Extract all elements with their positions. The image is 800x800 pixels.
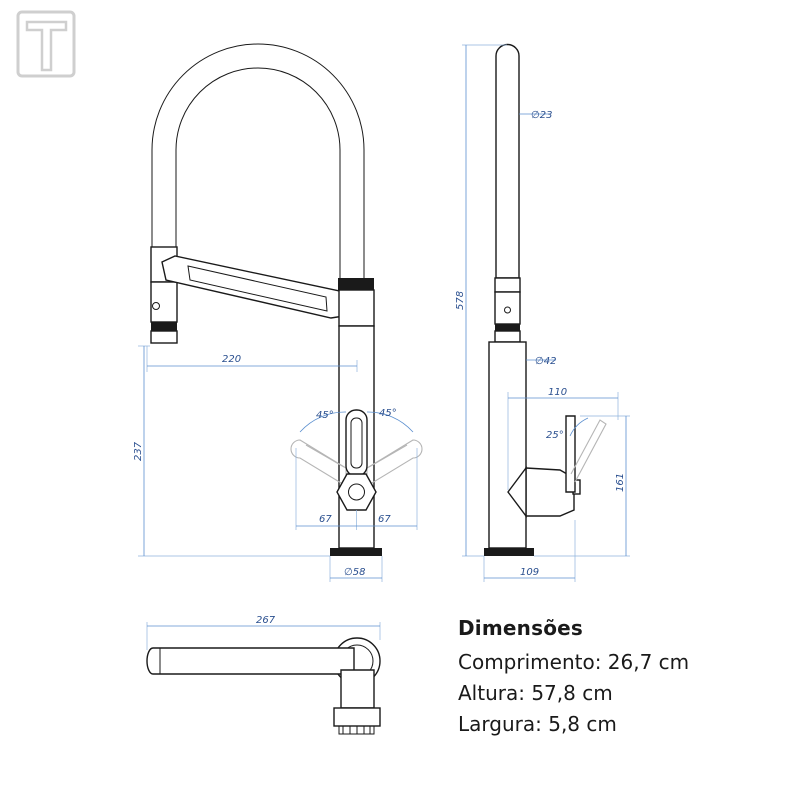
side-base xyxy=(484,548,534,556)
spec-height: Altura: 57,8 cm xyxy=(458,681,613,705)
front-body xyxy=(338,289,375,327)
dimensions-panel: Dimensões Comprimento: 26,7 cm Altura: 5… xyxy=(458,616,689,740)
dim-total-height: 578 xyxy=(455,291,466,310)
top-spout xyxy=(146,647,355,675)
side-hose xyxy=(495,43,520,279)
dim-lever-left: 67 xyxy=(319,514,332,525)
side-lever xyxy=(565,415,576,493)
dim-lever-height: 161 xyxy=(615,473,626,492)
dim-lever-angle: 25° xyxy=(546,430,564,441)
side-body xyxy=(488,341,527,549)
front-hex-nut xyxy=(336,473,377,511)
dim-base-depth: 109 xyxy=(520,567,539,578)
side-view xyxy=(484,43,607,556)
dim-top-length: 267 xyxy=(256,615,276,626)
front-lever xyxy=(345,409,368,477)
specs-title: Dimensões xyxy=(458,616,584,640)
front-hose-arch xyxy=(151,43,365,280)
dim-lever-right: 67 xyxy=(378,514,391,525)
dim-angle-right: 45° xyxy=(379,408,397,419)
dim-base-diameter: ∅58 xyxy=(344,567,365,578)
front-collar xyxy=(338,278,374,290)
spec-width: Largura: 5,8 cm xyxy=(458,712,617,736)
dim-front-height: 237 xyxy=(133,441,144,461)
brand-logo: T xyxy=(16,10,76,78)
front-base xyxy=(330,548,382,556)
dim-lever-reach: 110 xyxy=(548,387,567,398)
side-dimensions: ∅23 578 ∅42 110 25° 161 109 xyxy=(455,44,630,582)
top-view: 267 xyxy=(146,615,381,735)
front-view xyxy=(150,43,423,556)
dim-body-diameter: ∅42 xyxy=(535,356,556,367)
dim-hose-diameter: ∅23 xyxy=(531,110,552,121)
front-dimensions: 220 237 45° 45° 67 67 ∅58 xyxy=(133,345,418,582)
spec-length: Comprimento: 26,7 cm xyxy=(458,650,690,674)
dim-angle-left: 45° xyxy=(316,410,334,421)
dim-front-reach: 220 xyxy=(222,354,241,365)
